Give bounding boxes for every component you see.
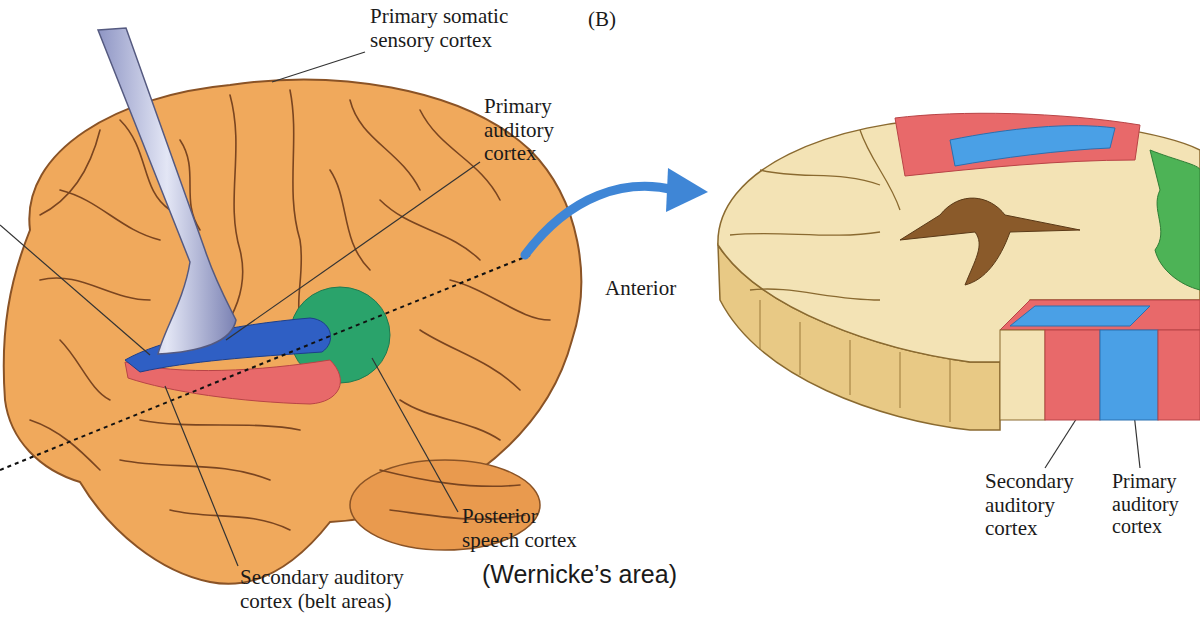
block-top-primary	[1010, 306, 1150, 326]
slab-belt-top	[895, 113, 1140, 176]
slab-wernicke	[1150, 150, 1200, 290]
sulci	[30, 90, 550, 530]
block-face-belt	[1045, 330, 1100, 420]
block-top-belt	[1000, 300, 1200, 330]
region-label: Primary auditory cortex	[1112, 470, 1198, 538]
orientation-label: Anterior	[605, 277, 715, 301]
slab-gyri	[730, 130, 900, 300]
block-face	[1000, 330, 1045, 420]
region-label: Posterior speech cortex	[462, 505, 594, 552]
block-face-primary	[1100, 330, 1158, 420]
block-face-belt-2	[1158, 330, 1200, 420]
region-label: Secondary auditory cortex (belt areas)	[240, 566, 440, 613]
ventricle	[900, 198, 1080, 285]
region-label: Secondary auditory cortex	[985, 470, 1095, 541]
section-arrowhead	[666, 168, 708, 212]
retractor-probe	[98, 28, 236, 354]
panel-label: (B)	[588, 8, 648, 32]
area-label: (Wernicke’s area)	[482, 560, 802, 588]
section-plane-line	[0, 255, 530, 470]
slab-primary-top	[950, 126, 1115, 166]
region-label: Primary somatic sensory cortex	[370, 5, 520, 52]
region-label: Primary auditory cortex	[484, 95, 594, 166]
section-arrow	[525, 186, 675, 255]
